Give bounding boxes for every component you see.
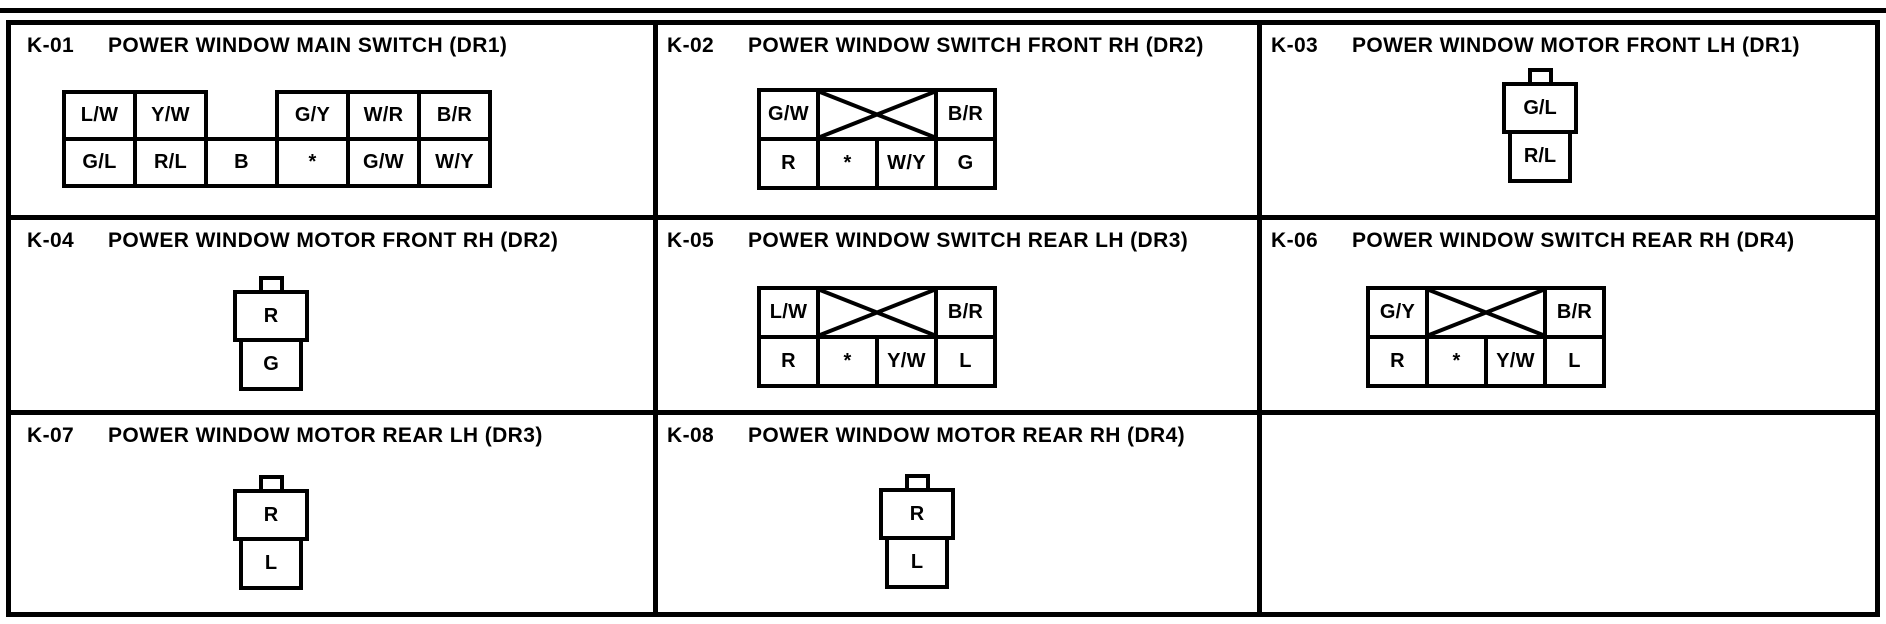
pin: G	[239, 338, 303, 391]
pin: R	[757, 137, 820, 190]
pin: B	[204, 137, 279, 188]
pin-row-bottom: R * W/Y G	[757, 137, 997, 190]
connector-title: POWER WINDOW MAIN SWITCH (DR1)	[108, 34, 508, 57]
pin: R/L	[1508, 130, 1572, 183]
connector-code: K-04	[27, 229, 75, 252]
pin: B/R	[1543, 286, 1606, 339]
connector-code: K-02	[667, 34, 715, 57]
blocked-cavity-cell	[1425, 286, 1547, 339]
pin-row-top: L/W Y/W G/Y W/R B/R	[62, 90, 492, 141]
pin: L	[239, 537, 303, 590]
pin: Y/W	[133, 90, 208, 141]
pin: R	[233, 489, 309, 541]
connector-code: K-06	[1271, 229, 1319, 252]
pinout-k08: R L	[879, 474, 955, 589]
panel-header-k06: K-06 POWER WINDOW SWITCH REAR RH (DR4)	[1271, 229, 1795, 253]
pin: G/W	[757, 88, 820, 141]
connector-code: K-05	[667, 229, 715, 252]
pinout-k01: L/W Y/W G/Y W/R B/R G/L R/L B * G/W W/Y	[62, 90, 492, 188]
pin: *	[816, 335, 879, 388]
pin: G/L	[1502, 82, 1578, 134]
pinout-k04: R G	[233, 276, 309, 391]
pin: G/W	[346, 137, 421, 188]
page-top-rule	[0, 8, 1886, 13]
connector-title: POWER WINDOW MOTOR REAR RH (DR4)	[748, 424, 1186, 447]
pin-row-top: L/W B/R	[757, 286, 997, 339]
panel-k06: K-06 POWER WINDOW SWITCH REAR RH (DR4) G/…	[1262, 220, 1875, 415]
pin: *	[816, 137, 879, 190]
pin: L	[1543, 335, 1606, 388]
x-cross-icon	[820, 92, 934, 137]
pin: L/W	[62, 90, 137, 141]
pin: R	[879, 488, 955, 540]
x-cross-icon	[1429, 290, 1543, 335]
pin-row-bottom: G/L R/L B * G/W W/Y	[62, 137, 492, 188]
panel-header-k02: K-02 POWER WINDOW SWITCH FRONT RH (DR2)	[667, 34, 1204, 58]
connector-title: POWER WINDOW SWITCH REAR RH (DR4)	[1352, 229, 1795, 252]
pin: G/Y	[275, 90, 350, 141]
connector-title: POWER WINDOW MOTOR FRONT LH (DR1)	[1352, 34, 1800, 57]
pin: B/R	[417, 90, 492, 141]
pin: *	[1425, 335, 1488, 388]
connector-code: K-01	[27, 34, 75, 57]
pin: B/R	[934, 286, 997, 339]
pin: R	[1366, 335, 1429, 388]
blocked-cavity-cell	[816, 286, 938, 339]
pin-row-bottom: R * Y/W L	[757, 335, 997, 388]
blocked-cavity-cell	[816, 88, 938, 141]
pinout-k06: G/Y B/R R * Y/W L	[1366, 286, 1606, 388]
panel-header-k08: K-08 POWER WINDOW MOTOR REAR RH (DR4)	[667, 424, 1185, 448]
pin: G/L	[62, 137, 137, 188]
connector-title: POWER WINDOW MOTOR REAR LH (DR3)	[108, 424, 543, 447]
x-cross-icon	[820, 290, 934, 335]
pin-row-top: G/Y B/R	[1366, 286, 1606, 339]
panel-header-k05: K-05 POWER WINDOW SWITCH REAR LH (DR3)	[667, 229, 1188, 253]
connector-key-tab	[1527, 68, 1553, 82]
pin: Y/W	[875, 335, 938, 388]
panel-header-k04: K-04 POWER WINDOW MOTOR FRONT RH (DR2)	[27, 229, 558, 253]
pin: L/W	[757, 286, 820, 339]
pin: G/Y	[1366, 286, 1429, 339]
panel-k07: K-07 POWER WINDOW MOTOR REAR LH (DR3) R L	[11, 415, 658, 612]
pin: *	[275, 137, 350, 188]
pin: B/R	[934, 88, 997, 141]
pin-row-top: G/W B/R	[757, 88, 997, 141]
connector-key-tab	[258, 276, 284, 290]
panel-k02: K-02 POWER WINDOW SWITCH FRONT RH (DR2) G…	[658, 25, 1262, 220]
pin: G	[934, 137, 997, 190]
pin: W/R	[346, 90, 421, 141]
panel-k08: K-08 POWER WINDOW MOTOR REAR RH (DR4) R L	[658, 415, 1262, 612]
pin: L	[934, 335, 997, 388]
connector-title: POWER WINDOW SWITCH FRONT RH (DR2)	[748, 34, 1204, 57]
pin: W/Y	[417, 137, 492, 188]
panel-k01: K-01 POWER WINDOW MAIN SWITCH (DR1) L/W Y…	[11, 25, 658, 220]
pin: R	[757, 335, 820, 388]
connector-code: K-03	[1271, 34, 1319, 57]
pin: R	[233, 290, 309, 342]
pinout-k05: L/W B/R R * Y/W L	[757, 286, 997, 388]
pinout-k02: G/W B/R R * W/Y G	[757, 88, 997, 190]
pin: R/L	[133, 137, 208, 188]
pin-gap	[204, 90, 279, 141]
panel-empty	[1262, 415, 1875, 612]
connector-key-tab	[904, 474, 930, 488]
pin-row-bottom: R * Y/W L	[1366, 335, 1606, 388]
connector-code: K-07	[27, 424, 75, 447]
panel-header-k03: K-03 POWER WINDOW MOTOR FRONT LH (DR1)	[1271, 34, 1800, 58]
connector-title: POWER WINDOW MOTOR FRONT RH (DR2)	[108, 229, 559, 252]
connector-code: K-08	[667, 424, 715, 447]
pin: Y/W	[1484, 335, 1547, 388]
panel-header-k07: K-07 POWER WINDOW MOTOR REAR LH (DR3)	[27, 424, 543, 448]
pin: L	[885, 536, 949, 589]
connector-key-tab	[258, 475, 284, 489]
pinout-k07: R L	[233, 475, 309, 590]
connector-title: POWER WINDOW SWITCH REAR LH (DR3)	[748, 229, 1189, 252]
connector-chart-table: K-01 POWER WINDOW MAIN SWITCH (DR1) L/W Y…	[6, 20, 1880, 617]
panel-k05: K-05 POWER WINDOW SWITCH REAR LH (DR3) L/…	[658, 220, 1262, 415]
panel-header-k01: K-01 POWER WINDOW MAIN SWITCH (DR1)	[27, 34, 507, 58]
panel-k03: K-03 POWER WINDOW MOTOR FRONT LH (DR1) G/…	[1262, 25, 1875, 220]
pinout-k03: G/L R/L	[1502, 68, 1578, 183]
pin: W/Y	[875, 137, 938, 190]
panel-k04: K-04 POWER WINDOW MOTOR FRONT RH (DR2) R …	[11, 220, 658, 415]
